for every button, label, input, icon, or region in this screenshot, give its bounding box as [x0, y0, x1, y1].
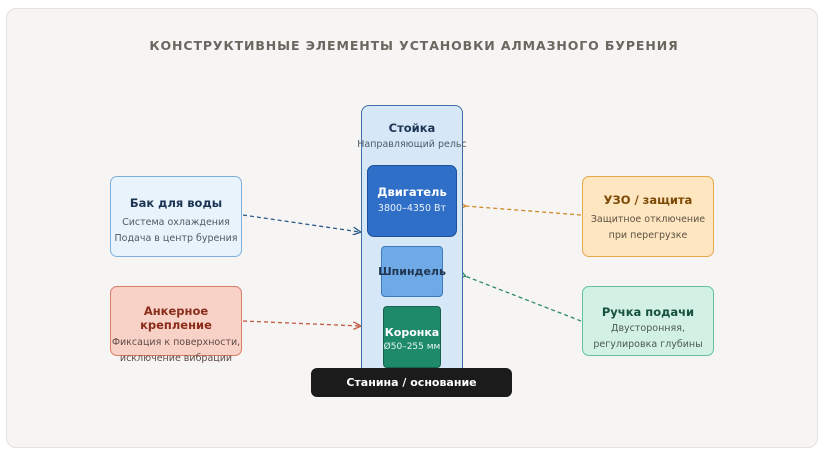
anchor-line-1: Фиксация к поверхности, [111, 337, 241, 348]
handle-line-2: регулировка глубины [593, 339, 703, 350]
anchor-line-2: исключение вибрации [119, 353, 233, 364]
rcd-line-2: при перегрузке [608, 230, 688, 241]
crown-title: Коронка [384, 326, 440, 339]
anchor-node: Анкерное крепление Фиксация к поверхност… [110, 286, 242, 364]
spindle-title: Шпиндель [378, 265, 446, 278]
base-title: Станина / основание [346, 376, 477, 389]
rcd-protection-node: УЗО / защита Защитное отключение при пер… [582, 176, 714, 257]
feed-handle-node: Ручка подачи Двусторонняя, регулировка г… [582, 286, 714, 356]
tank-title: Бак для воды [129, 196, 223, 210]
tank-to-column-arrow [242, 214, 360, 232]
rcd-title: УЗО / защита [603, 193, 693, 207]
anchor-to-column-arrow [242, 320, 360, 326]
spindle-node: Шпиндель [378, 246, 446, 297]
handle-line-1: Двусторонняя, [611, 323, 685, 334]
water-tank-node: Бак для воды Система охлаждения Подача в… [110, 176, 242, 257]
column-title: Стойка [388, 121, 436, 135]
handle-title: Ручка подачи [601, 305, 695, 319]
tank-line-1: Система охлаждения [122, 217, 230, 228]
motor-subtitle: 3800–4350 Вт [377, 203, 447, 214]
crown-subtitle: Ø50–255 мм [383, 342, 441, 352]
base-node: Станина / основание [311, 368, 512, 397]
rcd-line-1: Защитное отключение [590, 214, 706, 225]
rcd-to-motor-arrow [465, 206, 582, 216]
column-subtitle: Направляющий рельс [357, 139, 467, 150]
crown-node: Коронка Ø50–255 мм [383, 306, 441, 368]
handle-to-column-arrow [465, 276, 582, 322]
anchor-title: Анкерное крепление [140, 304, 212, 332]
motor-title: Двигатель [377, 185, 447, 199]
tank-line-2: Подача в центр бурения [114, 233, 238, 244]
motor-node: Двигатель 3800–4350 Вт [367, 165, 457, 237]
diagram-title: КОНСТРУКТИВНЫЕ ЭЛЕМЕНТЫ УСТАНОВКИ АЛМАЗН… [149, 38, 679, 53]
